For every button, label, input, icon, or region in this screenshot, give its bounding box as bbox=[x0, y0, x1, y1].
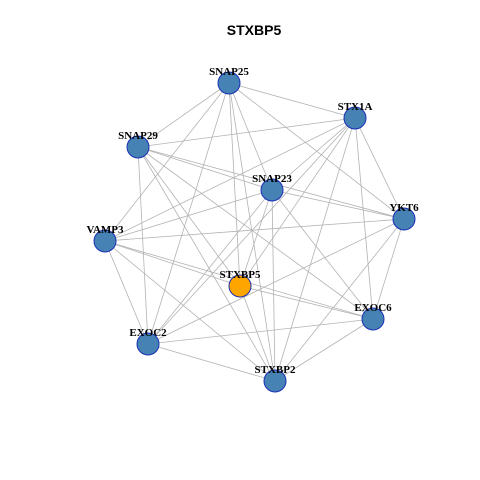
edge-snap29-exoc2 bbox=[137, 146, 149, 345]
edge-stx1a-snap29 bbox=[137, 117, 356, 148]
node-snap25[interactable] bbox=[217, 71, 241, 95]
edge-stxbp5-exoc6 bbox=[239, 285, 374, 320]
edge-ykt6-exoc6 bbox=[372, 218, 405, 320]
edge-stx1a-stxbp5 bbox=[239, 117, 356, 287]
edge-exoc6-stxbp2 bbox=[274, 318, 374, 382]
edges-layer bbox=[104, 82, 405, 382]
node-label-stx1a: STX1A bbox=[338, 101, 373, 113]
edge-snap29-exoc6 bbox=[137, 146, 374, 320]
edge-stx1a-snap23 bbox=[271, 117, 356, 191]
node-snap29[interactable] bbox=[126, 135, 150, 159]
edge-vamp3-stxbp5 bbox=[104, 240, 241, 287]
node-label-snap29: SNAP29 bbox=[118, 130, 158, 142]
edge-vamp3-exoc2 bbox=[104, 240, 149, 345]
edge-snap23-exoc6 bbox=[271, 189, 374, 320]
edge-snap25-stx1a bbox=[228, 82, 356, 119]
edge-stx1a-exoc2 bbox=[147, 117, 356, 345]
edge-vamp3-stxbp2 bbox=[104, 240, 276, 382]
edge-ykt6-vamp3 bbox=[104, 218, 405, 242]
node-label-exoc6: EXOC6 bbox=[354, 302, 392, 314]
edge-snap29-stxbp2 bbox=[137, 146, 276, 382]
edge-snap25-stxbp2 bbox=[228, 82, 276, 382]
node-vamp3[interactable] bbox=[93, 229, 117, 253]
diagram-title: STXBP5 bbox=[227, 22, 282, 38]
edge-ykt6-exoc2 bbox=[147, 218, 405, 345]
node-label-snap23: SNAP23 bbox=[252, 173, 292, 185]
edge-snap23-stxbp2 bbox=[271, 189, 276, 382]
edge-stx1a-exoc6 bbox=[354, 117, 374, 320]
edge-stx1a-ykt6 bbox=[354, 117, 405, 220]
node-stxbp5[interactable] bbox=[228, 274, 252, 298]
edge-stx1a-stxbp2 bbox=[274, 117, 356, 382]
edge-exoc6-exoc2 bbox=[147, 318, 374, 345]
node-exoc2[interactable] bbox=[136, 332, 160, 356]
node-ykt6[interactable] bbox=[392, 207, 416, 231]
edge-stxbp5-stxbp2 bbox=[239, 285, 276, 382]
edge-snap23-stxbp5 bbox=[239, 189, 273, 287]
edge-snap23-vamp3 bbox=[104, 189, 273, 242]
edge-stx1a-vamp3 bbox=[104, 117, 356, 242]
edge-exoc2-stxbp2 bbox=[147, 343, 276, 382]
edge-snap25-stxbp5 bbox=[228, 82, 241, 287]
node-label-stxbp5: STXBP5 bbox=[220, 269, 261, 281]
nodes-layer bbox=[93, 71, 416, 393]
node-exoc6[interactable] bbox=[361, 307, 385, 331]
edge-ykt6-stxbp2 bbox=[274, 218, 405, 382]
edge-snap29-snap23 bbox=[137, 146, 273, 191]
node-label-exoc2: EXOC2 bbox=[129, 327, 167, 339]
edge-snap25-vamp3 bbox=[104, 82, 230, 242]
node-label-snap25: SNAP25 bbox=[209, 66, 249, 78]
node-label-ykt6: YKT6 bbox=[389, 202, 419, 214]
node-snap23[interactable] bbox=[260, 178, 284, 202]
node-stx1a[interactable] bbox=[343, 106, 367, 130]
edge-snap25-snap23 bbox=[228, 82, 273, 191]
edge-snap29-stxbp5 bbox=[137, 146, 241, 287]
edge-snap23-ykt6 bbox=[271, 189, 405, 220]
node-label-stxbp2: STXBP2 bbox=[255, 364, 296, 376]
node-stxbp2[interactable] bbox=[263, 369, 287, 393]
edge-snap23-exoc2 bbox=[147, 189, 273, 345]
edge-snap25-snap29 bbox=[137, 82, 230, 148]
edge-snap25-exoc2 bbox=[147, 82, 230, 345]
node-label-vamp3: VAMP3 bbox=[86, 224, 124, 236]
